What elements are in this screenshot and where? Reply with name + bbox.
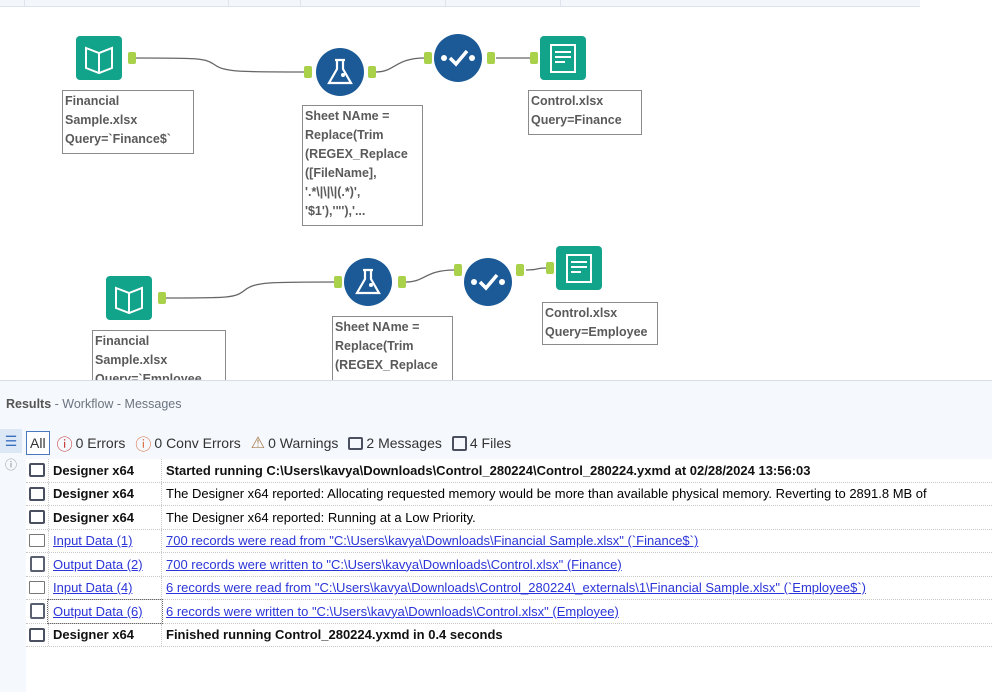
list-view-icon[interactable]: ☰	[0, 429, 22, 453]
filter-files-button[interactable]: 4 Files	[449, 431, 514, 455]
results-breadcrumb: - Workflow - Messages	[51, 397, 182, 411]
message-icon	[26, 463, 48, 478]
folder-icon	[26, 534, 48, 548]
help-icon[interactable]: ⓘ	[4, 458, 17, 472]
messages-table: Designer x64 Started running C:\Users\ka…	[26, 459, 992, 693]
connection-wires	[135, 57, 547, 299]
output-data-tool-6[interactable]	[556, 246, 602, 290]
output-anchor[interactable]	[158, 292, 166, 304]
message-source: Designer x64	[48, 482, 162, 505]
output-anchor[interactable]	[516, 264, 524, 276]
input-tool-annotation: Financial Sample.xlsx Query=`Finance$`	[62, 90, 194, 154]
workflow-canvas[interactable]: Financial Sample.xlsx Query=`Finance$` S…	[0, 0, 992, 380]
output-anchor[interactable]	[368, 66, 376, 78]
output-anchor[interactable]	[398, 276, 406, 288]
message-source: Designer x64	[48, 506, 162, 529]
input-data-tool-1[interactable]	[76, 36, 122, 80]
canvas-tab-strip	[0, 0, 920, 7]
results-header: Results - Workflow - Messages	[6, 397, 182, 411]
formula-tool-1[interactable]	[316, 48, 364, 96]
input-data-tool-4[interactable]	[106, 276, 152, 320]
error-icon: ⓘ	[56, 437, 73, 454]
message-text[interactable]: 700 records were written to "C:\Users\ka…	[166, 556, 622, 572]
message-row[interactable]: Designer x64 Started running C:\Users\ka…	[26, 459, 992, 483]
filter-label: 4 Files	[469, 435, 512, 451]
message-source[interactable]: Output Data (2)	[48, 553, 162, 576]
filter-all-button[interactable]: All	[26, 431, 50, 455]
message-icon	[348, 436, 364, 450]
message-icon	[26, 627, 48, 642]
conv-error-icon: ⓘ	[135, 437, 152, 454]
save-icon	[26, 603, 48, 620]
results-sidebar: ☰ ⓘ	[0, 429, 24, 693]
filter-label: All	[30, 435, 46, 451]
message-source[interactable]: Output Data (6)	[47, 599, 163, 624]
filter-label: 2 Messages	[366, 435, 442, 451]
warning-icon: ⚠	[250, 435, 266, 452]
formula-tool-2[interactable]	[344, 258, 392, 306]
message-text: The Designer x64 reported: Allocating re…	[166, 486, 927, 502]
input-anchor[interactable]	[546, 262, 554, 274]
input-tool-annotation: Financial Sample.xlsx Query=`Employee	[92, 330, 226, 380]
message-text: Finished running Control_280224.yxmd in …	[166, 627, 503, 643]
output-tool-annotation: Control.xlsx Query=Employee	[542, 302, 658, 345]
output-anchor[interactable]	[487, 52, 495, 64]
message-row[interactable]: Output Data (6) 6 records were written t…	[26, 599, 992, 624]
message-row[interactable]: Input Data (4) 6 records were read from …	[26, 576, 992, 600]
output-data-tool-1[interactable]	[540, 36, 586, 80]
filter-label: 0 Conv Errors	[154, 435, 241, 451]
message-text: Started running C:\Users\kavya\Downloads…	[166, 462, 811, 478]
save-icon	[26, 556, 48, 573]
select-tool-1[interactable]	[434, 34, 482, 82]
message-text: The Designer x64 reported: Running at a …	[166, 509, 476, 525]
message-text[interactable]: 6 records were written to "C:\Users\kavy…	[166, 603, 619, 619]
formula-tool-annotation: Sheet NAme = Replace(Trim (REGEX_Replace…	[302, 105, 423, 226]
output-tool-annotation: Control.xlsx Query=Finance	[528, 90, 642, 135]
message-row[interactable]: Output Data (2) 700 records were written…	[26, 553, 992, 577]
filter-messages-button[interactable]: 2 Messages	[345, 431, 444, 455]
message-source: Designer x64	[48, 459, 162, 482]
message-icon	[26, 510, 48, 525]
input-anchor[interactable]	[454, 264, 462, 276]
file-icon	[451, 435, 467, 451]
message-row[interactable]: Designer x64 The Designer x64 reported: …	[26, 506, 992, 530]
input-anchor[interactable]	[530, 52, 538, 64]
message-row[interactable]: Designer x64 The Designer x64 reported: …	[26, 482, 992, 506]
folder-icon	[26, 581, 48, 595]
message-source[interactable]: Input Data (1)	[48, 529, 162, 552]
filter-label: 0 Warnings	[268, 435, 339, 451]
message-icon	[26, 486, 48, 501]
input-anchor[interactable]	[424, 52, 432, 64]
output-anchor[interactable]	[128, 52, 136, 64]
filter-label: 0 Errors	[75, 435, 126, 451]
message-text[interactable]: 6 records were read from "C:\Users\kavya…	[166, 580, 866, 596]
message-row[interactable]: Input Data (1) 700 records were read fro…	[26, 529, 992, 553]
message-text[interactable]: 700 records were read from "C:\Users\kav…	[166, 533, 699, 549]
filter-warnings-button[interactable]: ⚠0 Warnings	[248, 431, 342, 455]
message-source: Designer x64	[48, 623, 162, 646]
input-anchor[interactable]	[334, 276, 342, 288]
message-source[interactable]: Input Data (4)	[48, 576, 162, 599]
formula-tool-annotation: Sheet NAme = Replace(Trim (REGEX_Replace	[332, 316, 453, 380]
results-title: Results	[6, 397, 52, 411]
message-row[interactable]: Designer x64 Finished running Control_28…	[26, 623, 992, 647]
input-anchor[interactable]	[304, 66, 312, 78]
select-tool-2[interactable]	[464, 258, 512, 306]
